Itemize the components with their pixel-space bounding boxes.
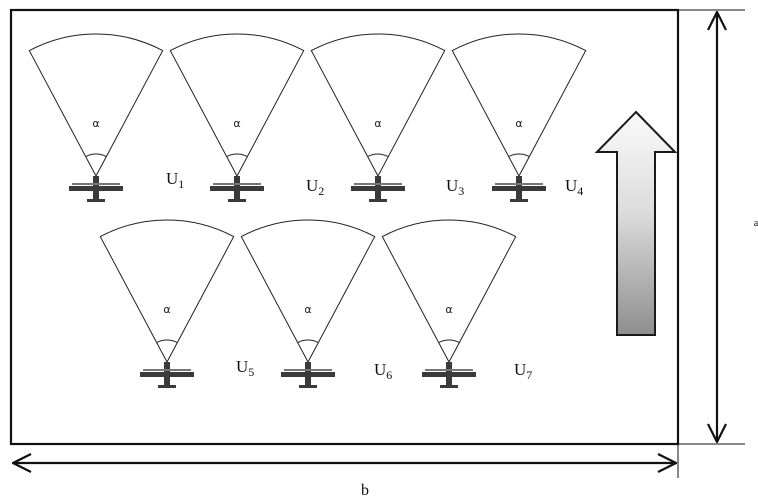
sensor-sector <box>99 219 235 364</box>
sensor-sector <box>240 219 376 364</box>
angle-arc <box>226 153 248 158</box>
uav-u4: αU4 <box>451 33 587 202</box>
angle-arc <box>297 339 319 344</box>
dimension-height-label: a <box>754 218 758 229</box>
angle-alpha-label: α <box>233 117 240 130</box>
angle-arc <box>367 153 389 158</box>
uav-aircraft-icon <box>351 176 405 202</box>
angle-alpha-label: α <box>374 117 381 130</box>
sensor-sector <box>451 33 587 178</box>
dimension-width-label: b <box>361 482 369 497</box>
angle-arc <box>438 339 460 344</box>
angle-arc <box>85 153 107 158</box>
uav-u6: αU6 <box>240 219 392 388</box>
sensor-sector <box>310 33 446 178</box>
angle-alpha-label: α <box>163 303 170 316</box>
sensor-sector <box>381 219 517 364</box>
uav-aircraft-icon <box>210 176 264 202</box>
uav-aircraft-icon <box>140 362 194 388</box>
angle-alpha-label: α <box>92 117 99 130</box>
angle-alpha-label: α <box>445 303 452 316</box>
angle-alpha-label: α <box>304 303 311 316</box>
angle-alpha-label: α <box>515 117 522 130</box>
uav-aircraft-icon <box>422 362 476 388</box>
uav-aircraft-icon <box>69 176 123 202</box>
angle-arc <box>156 339 178 344</box>
uav-aircraft-icon <box>281 362 335 388</box>
upward-arrow-icon <box>594 110 678 336</box>
sensor-sector <box>28 33 164 178</box>
uav-u7: αU7 <box>381 219 532 388</box>
angle-arc <box>508 153 530 158</box>
sensor-sector <box>169 33 305 178</box>
uav-aircraft-icon <box>492 176 546 202</box>
